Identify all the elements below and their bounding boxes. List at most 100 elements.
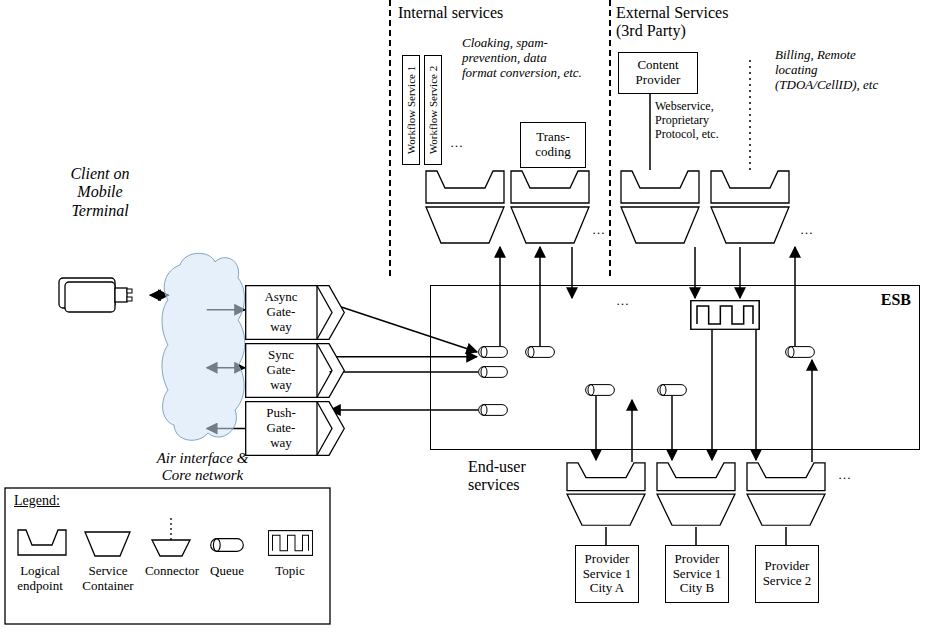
ellipsis-mark: … [800,223,813,238]
queue [526,347,555,358]
node-text: Content Provider [622,58,694,88]
flow-arrow [330,356,477,358]
legend-text: Queue [203,564,251,579]
bus-box: ESB [430,285,920,450]
gateway-label: Push- Gate- way [247,401,315,456]
node-text: Provider Service 1 City A [579,552,635,597]
queues [479,301,815,416]
ellipsis-mark: … [838,468,851,483]
connector-line [605,527,607,545]
region-divider [390,0,610,280]
flow-arrow [330,409,478,411]
annotation: Webservice, Proprietary Protocol, etc. [655,100,737,141]
arrow [539,247,541,346]
dashed-line [609,0,611,280]
queue [479,347,508,358]
plug-pin [127,289,132,293]
phone-icon [55,274,145,316]
annotation: Billing, Remote locating (TDOA/CellID), … [775,48,885,93]
connector-symbol [152,540,190,556]
queue [586,385,615,396]
annotation: External Services (3rd Party) [616,4,751,41]
legend-frame [5,488,330,624]
connector-dots [749,60,751,170]
queue [786,347,815,358]
ellipsis-mark: … [616,294,629,309]
node-text: Async Gate- way [256,290,306,335]
arrow [755,330,757,460]
topic-symbol [269,531,313,556]
connector-dots [170,518,171,540]
annotation: Legend: [14,493,60,509]
arrow [694,247,696,298]
dashed-line [389,0,391,280]
service-box: Trans- coding [520,122,586,168]
arrow [794,247,796,346]
node-text: Trans- coding [524,130,582,160]
arrow [595,396,597,460]
gateway-endpoint [317,344,344,398]
node-text: Air interface & Core network [142,450,263,485]
gateway-label: Async Gate- way [247,285,315,340]
cloud-outline [162,253,245,440]
ellipsis-mark: … [592,223,605,238]
gateway-endpoint [317,286,344,340]
gateway-body [246,286,317,340]
arrow [671,396,673,460]
service-container [511,171,589,243]
mobile-client: Client on Mobile Terminal [50,165,150,320]
legend-text: Connector [142,564,202,579]
gateway: Async Gate- way [245,285,345,340]
flow-lines [500,60,812,545]
gateway: Sync Gate- way [245,343,345,398]
arrow [811,360,813,462]
service-box: Workflow Service 1 [402,55,420,165]
connector-line [649,94,651,170]
node-text: Workflow Service 1 [405,66,418,154]
queue [658,385,687,396]
ellipsis-mark: … [450,136,463,151]
service-container [567,463,645,525]
cloud-shape [160,250,245,445]
node-text: ESB [881,291,911,309]
service-box: Provider Service 2 [755,545,819,603]
service-container [657,463,735,525]
plug-pin [127,297,132,301]
service-box: Workflow Service 2 [424,55,442,165]
flow-arrow [333,304,477,352]
gateway-label: Sync Gate- way [247,343,315,398]
service-container [711,171,789,243]
logical-endpoint-symbol [18,530,66,555]
arrow [499,247,501,346]
gateway: Push- Gate- way [245,401,345,456]
arrow [631,400,633,462]
connector-line [695,527,697,545]
service-container [747,463,825,525]
service-container-symbol [85,532,130,556]
annotation: End-user services [468,458,553,495]
connector-line [785,527,787,545]
node-text: Sync Gate- way [256,348,306,393]
legend-text: Service Container [76,564,140,594]
service-box: Provider Service 1 City A [575,545,639,603]
legend-text: Topic [262,564,318,579]
gateway-body [246,344,317,398]
arrow [571,247,573,298]
node-text: Provider Service 2 [759,559,815,589]
queue-symbol [211,539,244,552]
node-text: Provider Service 1 City B [669,552,725,597]
service-container [621,171,699,243]
queue [479,367,508,378]
annotation: Internal services [398,4,503,22]
phone-body [65,282,115,312]
queue [479,405,508,416]
service-container [426,171,504,243]
node-text: Push- Gate- way [256,406,306,451]
node-text: Client on Mobile Terminal [50,165,150,220]
arrow [711,330,713,460]
annotation: Cloaking, spam-prevention, data format c… [462,36,584,81]
legend-text: Logical endpoint [8,564,72,594]
